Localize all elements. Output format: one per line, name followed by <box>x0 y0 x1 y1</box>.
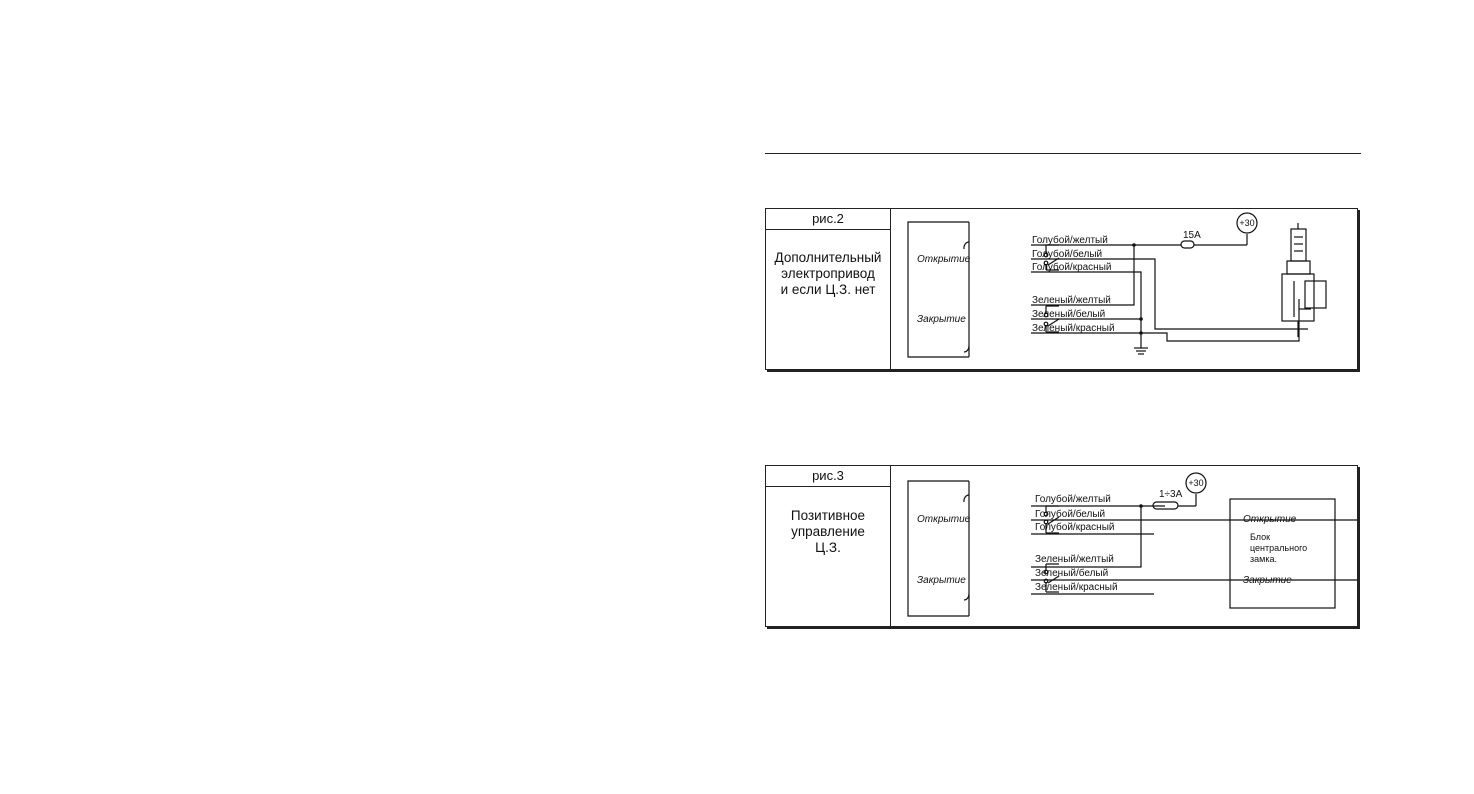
wire-label: Зеленый/белый <box>1035 567 1108 579</box>
figure-3-description: Позитивное управление Ц.З. <box>766 487 890 556</box>
close-label: Закрытие <box>917 314 966 325</box>
door-actuator-icon <box>1281 223 1327 337</box>
figure-3-caption: рис.3 Позитивное управление Ц.З. <box>766 466 891 626</box>
fuse-icon <box>1152 501 1179 510</box>
wire-green-yellow <box>1031 245 1135 306</box>
figure-3-description-line: Ц.З. <box>815 540 841 555</box>
junction-dot <box>1139 317 1143 321</box>
alarm-unit-box <box>907 480 969 617</box>
wire-blue-white <box>1031 258 1308 330</box>
wire-label: Голубой/белый <box>1032 248 1102 260</box>
unit-close-label: Закрытие <box>1243 575 1292 586</box>
figure-2-caption: рис.2 Дополнительный электропривод и есл… <box>766 209 891 369</box>
wire-label: Голубой/красный <box>1035 521 1114 533</box>
wire-label: Зеленый/красный <box>1035 582 1118 593</box>
wire-label: Голубой/желтый <box>1032 234 1108 246</box>
close-label: Закрытие <box>917 575 966 586</box>
figure-2-description-line: Дополнительный <box>774 250 882 265</box>
fuse-icon <box>1180 240 1195 249</box>
unit-name-line: Блок <box>1250 532 1270 542</box>
open-label: Открытие <box>917 254 971 265</box>
figure-2-number: рис.2 <box>766 209 890 230</box>
power-terminal-icon <box>1185 472 1207 494</box>
unit-name-line: замка. <box>1250 554 1277 564</box>
junction-dot <box>1139 504 1143 508</box>
ground-icon <box>1134 347 1148 355</box>
connector-notch <box>963 241 970 250</box>
figure-3-number: рис.3 <box>766 466 890 487</box>
connector-notch <box>963 345 970 353</box>
wire-blue-red <box>1031 271 1142 348</box>
wire-green-red <box>1031 299 1300 342</box>
figure-3: рис.3 Позитивное управление Ц.З. <box>765 465 1358 627</box>
figure-2-description-line: электропривод <box>781 266 875 281</box>
open-label: Открытие <box>917 514 971 525</box>
wire-label: Голубой/белый <box>1035 508 1105 520</box>
power-label: +30 <box>1239 218 1254 228</box>
close-relay <box>1043 305 1060 333</box>
junction-dot <box>1132 243 1136 247</box>
connector-notch <box>963 593 970 601</box>
figure-2-wiring-diagram: Открытие Закрытие Голубой/желтый Голубой… <box>907 212 1327 358</box>
unit-name-line: центрального <box>1250 543 1307 553</box>
alarm-unit-box <box>907 221 969 358</box>
top-rule <box>765 153 1361 154</box>
figure-2-description-line: и если Ц.З. нет <box>780 282 876 297</box>
figure-3-description-line: управление <box>791 524 865 539</box>
wire-label: Зеленый/белый <box>1032 308 1105 320</box>
connector-notch <box>963 494 970 503</box>
unit-open-label: Открытие <box>1243 514 1297 525</box>
wire-label: Зеленый/красный <box>1032 323 1115 334</box>
figure-3-description-line: Позитивное <box>790 508 866 523</box>
wire-label: Голубой/желтый <box>1035 493 1111 505</box>
junction-dot <box>1139 331 1143 335</box>
fuse-label: 1÷3А <box>1159 489 1183 500</box>
wire-label: Голубой/красный <box>1032 261 1111 273</box>
fuse-label: 15А <box>1183 230 1201 241</box>
wire-label: Зеленый/желтый <box>1035 554 1114 565</box>
wire-label: Зеленый/желтый <box>1032 295 1111 306</box>
central-lock-unit-box <box>1229 498 1336 609</box>
power-label: +30 <box>1188 478 1203 488</box>
figure-3-wiring-diagram: Открытие Закрытие Голубой/желтый Голубой… <box>907 472 1357 617</box>
figure-2-description: Дополнительный электропривод и если Ц.З.… <box>766 230 890 298</box>
figure-2: рис.2 Дополнительный электропривод и есл… <box>765 208 1358 370</box>
power-terminal-icon <box>1236 212 1258 234</box>
wire-green-yellow <box>1031 506 1142 568</box>
